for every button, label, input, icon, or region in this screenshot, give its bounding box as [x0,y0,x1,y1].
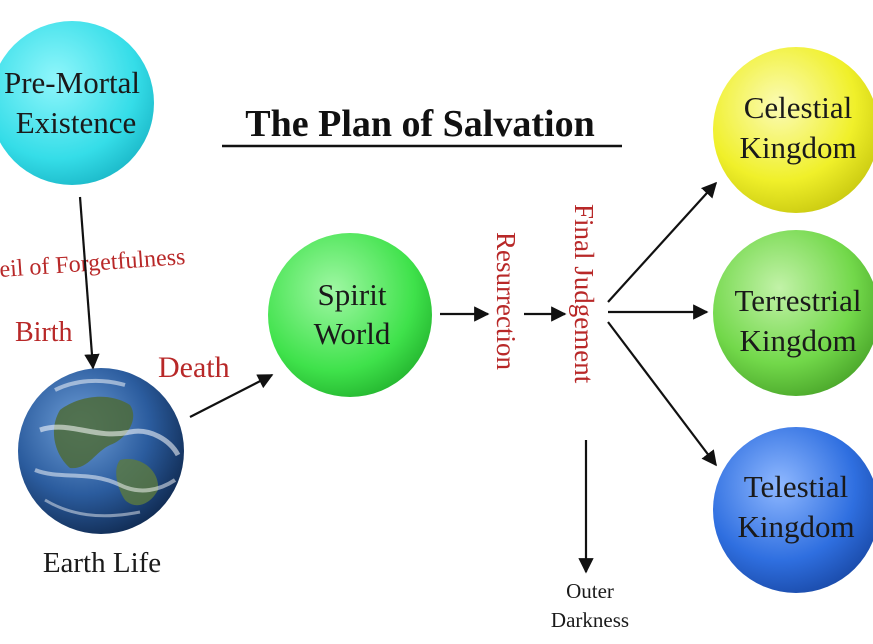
celestial-label-line1: Celestial [744,90,852,125]
spirit-world-node: Spirit World [268,233,432,397]
arrow-premortal-to-earth [78,196,100,370]
arrow-judgement-to-celestial [607,181,718,303]
diagram-title: The Plan of Salvation [245,103,594,145]
outer-darkness-label-line1: Outer [566,579,614,603]
pre-mortal-label-line2: Existence [16,105,137,140]
final-judgement-label: Final Judgement [569,204,599,384]
death-label: Death [158,351,230,384]
earth-globe [18,368,184,534]
earth-life-label: Earth Life [43,547,161,579]
arrow-earth-to-spirit-world [189,374,274,418]
pre-mortal-node: Pre-Mortal Existence [0,21,154,185]
birth-label: Birth [15,317,73,348]
pre-mortal-label-line1: Pre-Mortal [4,65,140,100]
terrestrial-kingdom-node: Terrestrial Kingdom [713,230,873,396]
spirit-world-label-line1: Spirit [318,277,387,312]
veil-label: eil of Forgetfulness [0,244,186,283]
terrestrial-label-line1: Terrestrial [735,283,862,318]
telestial-label-line2: Kingdom [737,509,854,544]
telestial-kingdom-node: Telestial Kingdom [713,427,873,593]
outer-darkness-label-line2: Darkness [551,608,629,632]
arrow-judgement-to-telestial [607,321,717,467]
resurrection-label: Resurrection [491,232,521,370]
celestial-label-line2: Kingdom [739,130,856,165]
telestial-label-line1: Telestial [744,469,849,504]
spirit-world-label-line2: World [314,316,391,351]
celestial-kingdom-node: Celestial Kingdom [713,47,873,213]
terrestrial-label-line2: Kingdom [739,323,856,358]
